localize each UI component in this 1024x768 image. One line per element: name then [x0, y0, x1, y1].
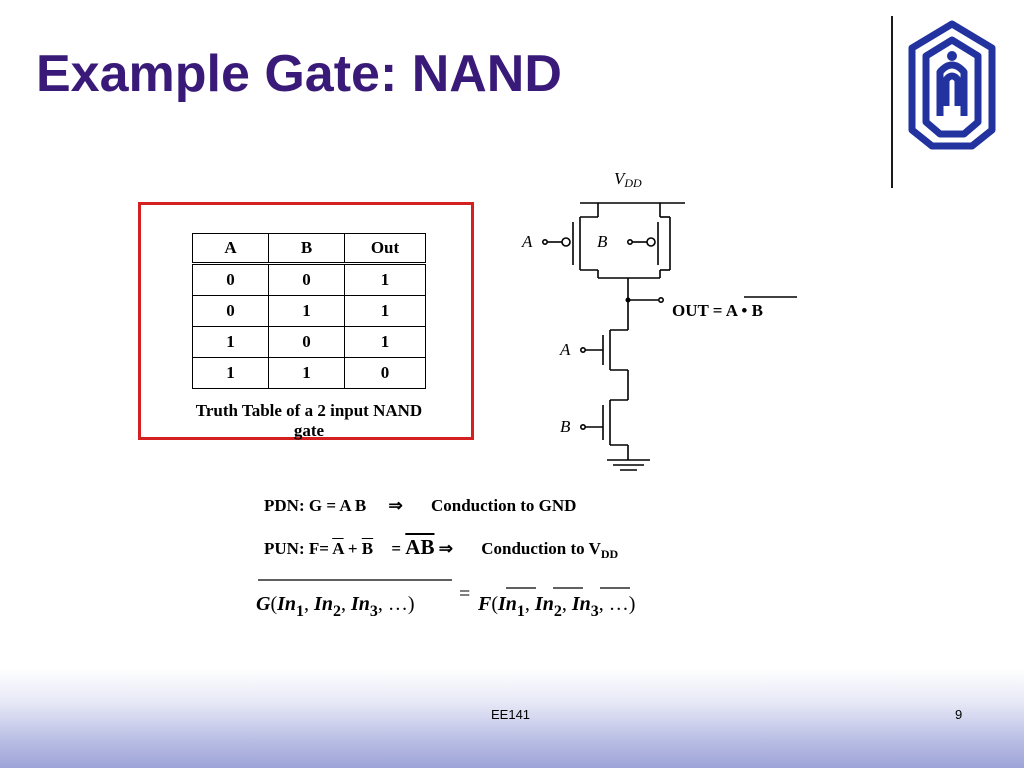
table-row: 0 1 1	[192, 295, 426, 327]
pmos-b-label: B	[597, 232, 608, 251]
table-cell: 1	[192, 326, 269, 358]
caption-line-1: Truth Table of a 2 input NAND	[195, 401, 423, 420]
out-expression: A • B	[726, 301, 763, 320]
header-cell: Out	[344, 233, 426, 265]
table-cell: 0	[192, 263, 269, 296]
table-cell: 0	[344, 357, 426, 389]
table-cell: 0	[268, 326, 345, 358]
table-cell: 1	[344, 263, 426, 296]
pdn-equation: PDN: G = A B ⇒ Conduction to GND	[264, 496, 577, 515]
table-cell: 0	[192, 295, 269, 327]
truth-table-box: A B Out 0 0 1 0 1 1 1 0 1 1 1 0	[138, 202, 474, 440]
out-equation: OUT = A • B	[672, 301, 763, 320]
slide-title: Example Gate: NAND	[36, 45, 562, 103]
svg-text:F(In1, In2, In3, …): F(In1, In2, In3, …)	[477, 593, 635, 620]
nmos-a-label: A	[559, 340, 571, 359]
truth-table-caption: Truth Table of a 2 input NAND gate	[151, 401, 467, 441]
slide-footer-band	[0, 668, 1024, 768]
caption-line-2: gate	[293, 421, 325, 440]
table-cell: 1	[268, 295, 345, 327]
university-logo	[908, 20, 996, 150]
nand-cmos-schematic: VDD A B A B OUT = A • B	[521, 169, 797, 471]
header-cell: B	[268, 233, 345, 265]
table-row: 1 0 1	[192, 326, 426, 358]
table-header-row: A B Out	[192, 233, 426, 265]
table-row: 0 0 1	[192, 263, 426, 296]
general-equivalence: G(In1, In2, In3, …) = F(In1, In2, In3, ……	[256, 579, 635, 620]
pmos-a-label: A	[521, 232, 533, 251]
header-cell: A	[192, 233, 269, 265]
title-divider	[891, 16, 893, 188]
table-row: 1 1 0	[192, 357, 426, 389]
footer-course-label: EE141	[491, 707, 531, 722]
truth-table: A B Out 0 0 1 0 1 1 1 0 1 1 1 0	[192, 233, 426, 389]
pun-equation: PUN: F= A + B = AB ⇒ Conduction to VDD	[264, 535, 619, 561]
nmos-b-label: B	[560, 417, 571, 436]
svg-text:G(In1, In2, In3, …): G(In1, In2, In3, …)	[256, 593, 415, 620]
table-cell: 1	[344, 295, 426, 327]
equivalence-sign: =	[459, 583, 470, 605]
table-cell: 1	[268, 357, 345, 389]
page-number: 9	[955, 707, 963, 722]
vdd-label: VDD	[614, 169, 642, 190]
table-cell: 0	[268, 263, 345, 296]
table-cell: 1	[344, 326, 426, 358]
table-cell: 1	[192, 357, 269, 389]
